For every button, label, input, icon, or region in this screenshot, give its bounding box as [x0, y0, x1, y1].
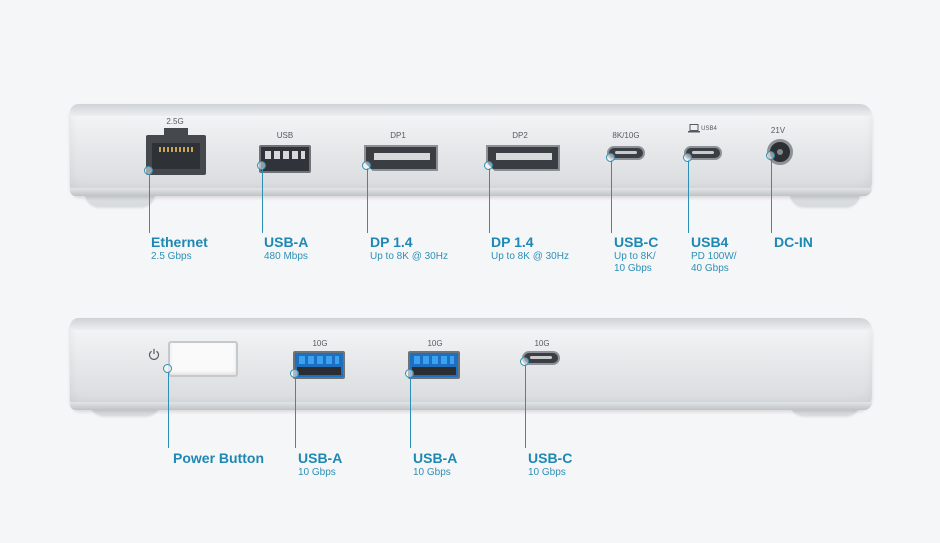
usba2-port-label: 10G [427, 339, 443, 348]
dp1-callout-sub: Up to 8K @ 30Hz [370, 251, 448, 262]
displayport-1 [364, 145, 438, 171]
usbc-front-marker [520, 357, 529, 366]
power-button [168, 341, 238, 377]
usbc-callout-sub: Up to 8K/ 10 Gbps [614, 251, 656, 274]
power-leader-line [168, 372, 169, 448]
usba2-leader-line [410, 377, 411, 448]
power-callout-title: Power Button [173, 450, 264, 466]
power-marker [163, 364, 172, 373]
dcin-port-label: 21V [770, 126, 786, 135]
ethernet-callout-sub: 2.5 Gbps [151, 251, 192, 262]
dp1-leader-line [367, 168, 368, 233]
usb4-callout-sub: PD 100W/ 40 Gbps [691, 251, 737, 274]
usb4-callout-title: USB4 [691, 234, 729, 250]
dp2-port-label: DP2 [512, 131, 528, 140]
dp2-callout-sub: Up to 8K @ 30Hz [491, 251, 569, 262]
usb-a-leader-line [262, 168, 263, 233]
usba1-callout-title: USB-A [298, 450, 343, 466]
dcin-marker [766, 151, 775, 160]
usb-a-callout-title: USB-A [264, 234, 309, 250]
usb4-leader-line [688, 160, 689, 233]
dp2-marker [484, 161, 493, 170]
usba1-callout-sub: 10 Gbps [298, 467, 336, 478]
dp1-callout-title: DP 1.4 [370, 234, 413, 250]
usb4-port-label: USB4 [701, 126, 717, 132]
usbc-front-port-label: 10G [534, 339, 550, 348]
ethernet-port [146, 128, 206, 175]
ethernet-callout-title: Ethernet [151, 234, 208, 250]
usb-a-callout-sub: 480 Mbps [264, 251, 308, 262]
ethernet-port-label: 2.5G [166, 117, 184, 126]
usb4-marker [683, 153, 692, 162]
dcin-callout-title: DC-IN [774, 234, 813, 250]
displayport-2 [486, 145, 560, 171]
usbc-callout-title: USB-C [614, 234, 659, 250]
ethernet-marker [144, 166, 153, 175]
usb-a-marker [257, 161, 266, 170]
usb-a-10g-port-1 [293, 351, 345, 379]
dp1-marker [362, 161, 371, 170]
dp1-port-label: DP1 [390, 131, 406, 140]
usba1-port-label: 10G [312, 339, 328, 348]
power-icon [148, 348, 160, 360]
dock-foot-left [85, 193, 155, 207]
laptop-icon [688, 124, 700, 133]
usbc-leader-line [611, 160, 612, 233]
usba1-marker [290, 369, 299, 378]
usb-port-label: USB [276, 131, 294, 140]
usbc-front-callout-sub: 10 Gbps [528, 467, 566, 478]
usba1-leader-line [295, 377, 296, 448]
usb-a-port [259, 145, 311, 173]
ethernet-leader-line [149, 173, 150, 233]
usb-a-10g-port-2 [408, 351, 460, 379]
usbc-front-callout-title: USB-C [528, 450, 573, 466]
usba2-callout-title: USB-A [413, 450, 458, 466]
usba2-callout-sub: 10 Gbps [413, 467, 451, 478]
usbc-marker [606, 153, 615, 162]
dp2-callout-title: DP 1.4 [491, 234, 534, 250]
usbc-front-leader-line [525, 364, 526, 448]
dock-foot-right [790, 193, 860, 207]
dp2-leader-line [489, 168, 490, 233]
usbc-port-label: 8K/10G [612, 131, 640, 140]
dcin-leader-line [771, 158, 772, 233]
usba2-marker [405, 369, 414, 378]
